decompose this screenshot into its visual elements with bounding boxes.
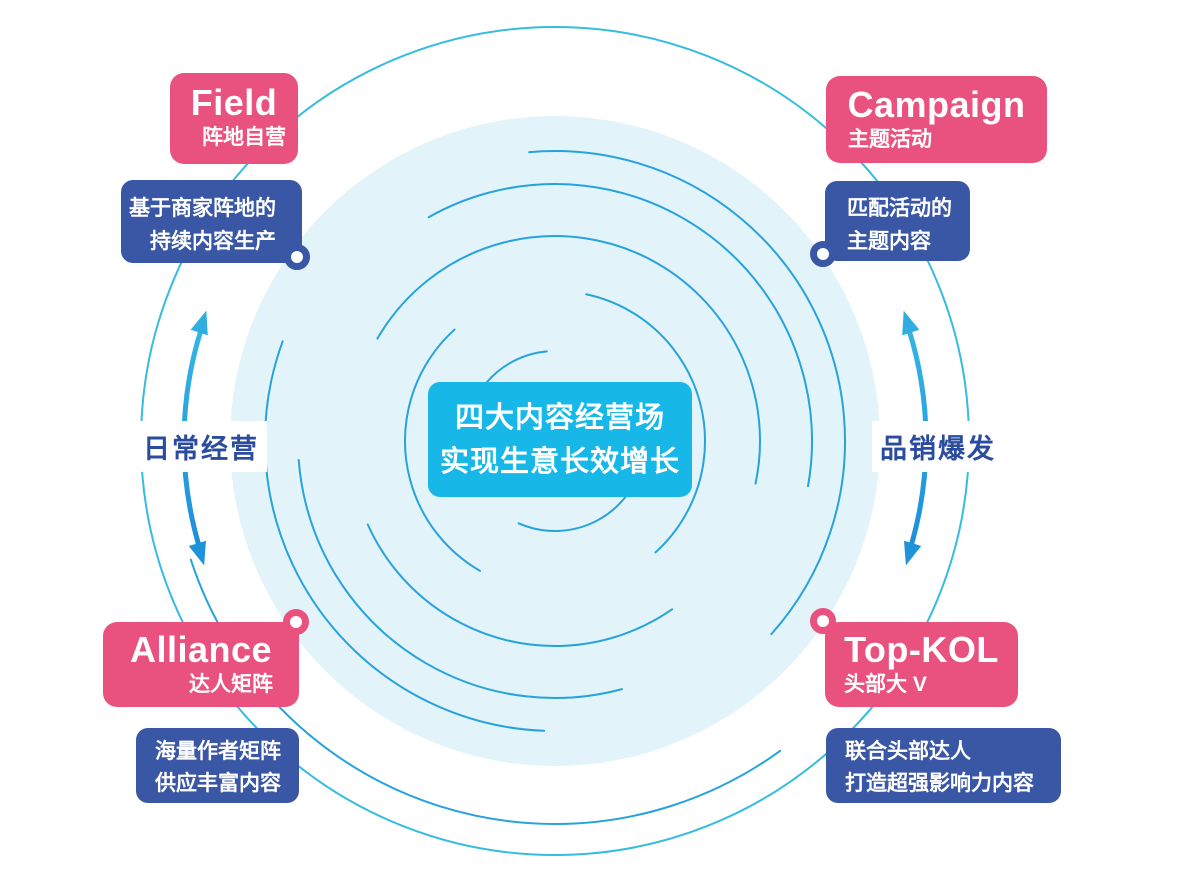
alliance-desc-line-2: 供应丰富内容 [155,772,281,795]
field-title-card: Field 阵地自营 [170,73,298,164]
top-kol-description-card: 联合头部达人 打造超强影响力内容 [826,728,1061,803]
field-anchor-dot [284,244,310,270]
field-desc-line-2: 持续内容生产 [150,230,276,253]
alliance-title-card: Alliance 达人矩阵 [103,622,299,707]
campaign-description-card: 匹配活动的 主题内容 [825,181,970,261]
campaign-title: Campaign [847,84,1026,125]
campaign-desc-line-1: 匹配活动的 [847,197,952,220]
campaign-subtitle: 主题活动 [848,128,932,152]
top-kol-title: Top-KOL [844,629,999,670]
daily-operation-label: 日常经营 [135,421,267,472]
alliance-anchor-dot [283,609,309,635]
top-kol-title-card: Top-KOL 头部大 V [825,622,1018,707]
top-kol-desc-line-2: 打造超强影响力内容 [845,772,1034,795]
alliance-title: Alliance [129,629,273,670]
field-description-card: 基于商家阵地的 持续内容生产 [121,180,302,263]
center-statement-box: 四大内容经营场 实现生意长效增长 [428,382,692,497]
top-kol-desc-line-1: 联合头部达人 [845,740,971,763]
field-subtitle: 阵地自营 [202,126,286,150]
campaign-title-card: Campaign 主题活动 [826,76,1047,163]
campaign-desc-line-2: 主题内容 [847,230,931,253]
alliance-desc-line-1: 海量作者矩阵 [155,740,281,763]
top-kol-subtitle: 头部大 V [844,673,927,697]
alliance-description-card: 海量作者矩阵 供应丰富内容 [136,728,299,803]
top-kol-anchor-dot [810,608,836,634]
center-statement-line-2: 实现生意长效增长 [439,446,680,478]
campaign-anchor-dot [810,241,836,267]
center-statement-line-1: 四大内容经营场 [454,402,665,434]
field-desc-line-1: 基于商家阵地的 [129,197,276,220]
alliance-subtitle: 达人矩阵 [189,673,273,697]
field-title: Field [190,82,278,123]
brand-sales-burst-label: 品销爆发 [872,421,1004,472]
